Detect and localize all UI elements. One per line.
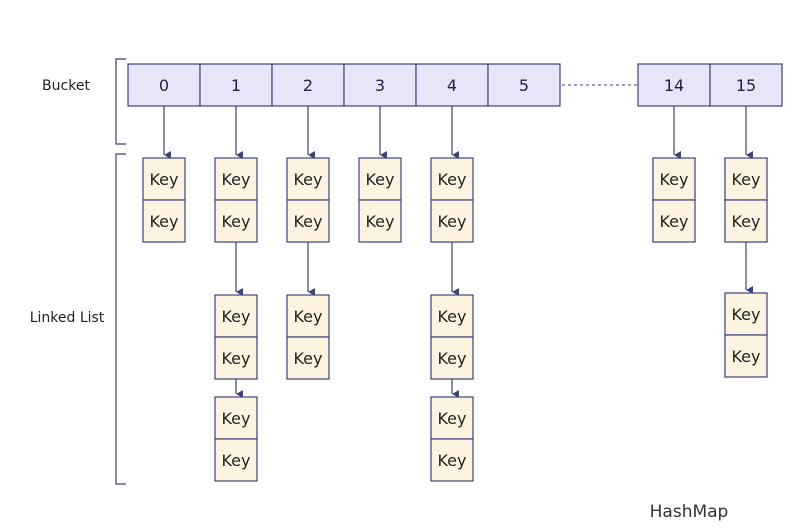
key-label: Key xyxy=(437,170,466,189)
key-label: Key xyxy=(221,349,250,368)
key-label: Key xyxy=(149,170,178,189)
key-node xyxy=(286,294,330,338)
bucket-index: 5 xyxy=(519,76,529,95)
bucket-index: 2 xyxy=(303,76,313,95)
key-node xyxy=(214,396,258,440)
key-label: Key xyxy=(365,170,394,189)
key-node xyxy=(724,292,768,336)
key-label: Key xyxy=(731,212,760,231)
key-node xyxy=(214,438,258,482)
bucket-bracket xyxy=(115,58,126,145)
key-node xyxy=(286,336,330,380)
bucket-index: 15 xyxy=(736,76,756,95)
linked-list-label: Linked List xyxy=(30,310,105,326)
key-node xyxy=(214,336,258,380)
key-label: Key xyxy=(731,305,760,324)
key-label: Key xyxy=(221,307,250,326)
key-label: Key xyxy=(293,170,322,189)
key-node xyxy=(724,334,768,378)
key-node xyxy=(652,199,696,243)
bucket-index: 0 xyxy=(159,76,169,95)
key-label: Key xyxy=(293,212,322,231)
key-node xyxy=(286,157,330,201)
key-label: Key xyxy=(437,349,466,368)
key-label: Key xyxy=(221,409,250,428)
bucket-array: 0 1 2 3 4 5 14 15 xyxy=(127,63,783,107)
bucket-label: Bucket xyxy=(42,78,90,94)
bucket-index: 1 xyxy=(231,76,241,95)
key-node xyxy=(430,199,474,243)
key-label: Key xyxy=(437,212,466,231)
key-label: Key xyxy=(731,347,760,366)
key-node xyxy=(142,199,186,243)
key-label: Key xyxy=(293,307,322,326)
key-label: Key xyxy=(149,212,178,231)
key-label: Key xyxy=(221,170,250,189)
key-label: Key xyxy=(221,451,250,470)
bucket-index: 14 xyxy=(664,76,684,95)
key-label: Key xyxy=(293,349,322,368)
key-label: Key xyxy=(731,170,760,189)
bucket-cell-5 xyxy=(487,63,561,107)
key-node xyxy=(430,438,474,482)
key-label: Key xyxy=(437,409,466,428)
bucket-cell-15 xyxy=(709,63,783,107)
key-node xyxy=(214,199,258,243)
key-label: Key xyxy=(437,307,466,326)
linked-lists: KeyKeyKeyKeyKeyKeyKeyKeyKeyKeyKeyKeyKeyK… xyxy=(142,106,768,482)
key-node xyxy=(358,199,402,243)
key-label: Key xyxy=(365,212,394,231)
key-label: Key xyxy=(659,212,688,231)
bucket-index: 4 xyxy=(447,76,457,95)
linked-list-bracket xyxy=(115,153,126,485)
key-node xyxy=(286,199,330,243)
bucket-index: 3 xyxy=(375,76,385,95)
key-label: Key xyxy=(659,170,688,189)
key-label: Key xyxy=(437,451,466,470)
key-label: Key xyxy=(221,212,250,231)
key-node xyxy=(358,157,402,201)
key-node xyxy=(430,396,474,440)
key-node xyxy=(430,294,474,338)
bucket-cell-1 xyxy=(199,63,273,107)
diagram-caption: HashMap xyxy=(650,502,729,522)
